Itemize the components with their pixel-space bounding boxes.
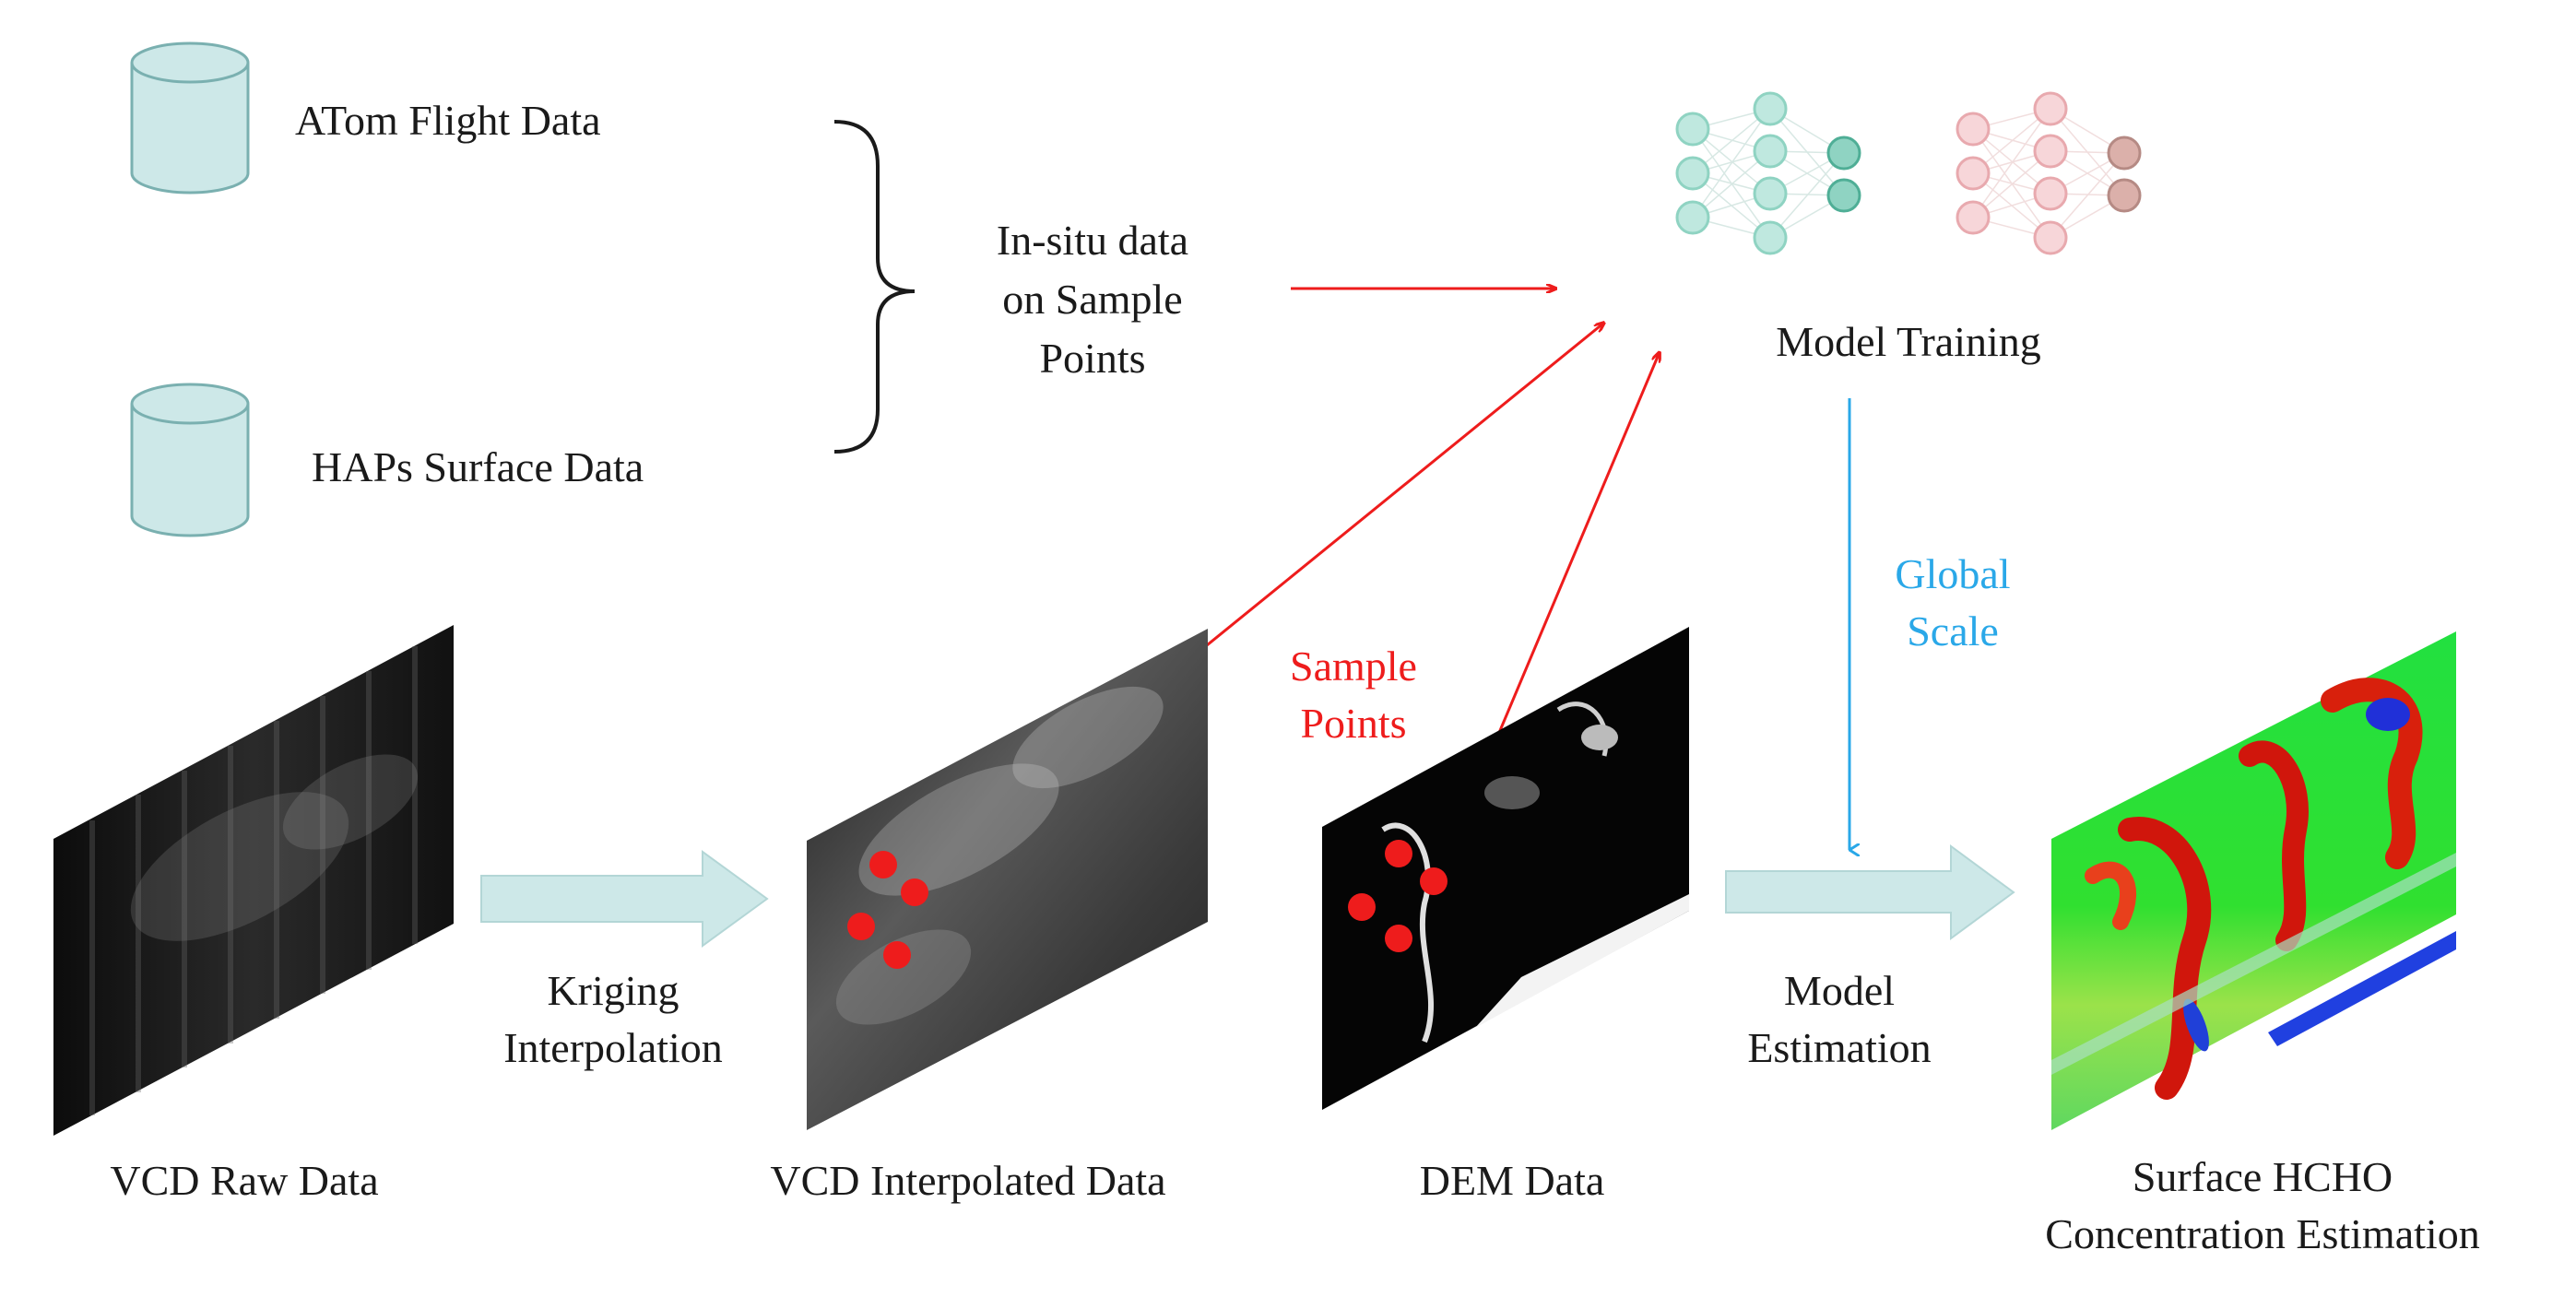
kriging-label-line2: Interpolation [503,1024,723,1071]
network-node [1675,156,1710,191]
haps-surface-data-label: HAPs Surface Data [312,443,644,490]
vcd-interpolated-data-image [807,629,1208,1130]
hcho-estimation-label-line1: Surface HCHO [2133,1153,2393,1200]
network-node [1753,91,1788,126]
vcd-raw-data-image [53,625,454,1136]
hcho-concentration-map-image [2051,631,2456,1130]
network-node [1826,136,1861,171]
neural-network-icon-green [1675,91,1861,255]
insitu-label-line1: In-situ data [997,217,1188,264]
dem-sample-point-markers [1348,840,1448,952]
atom-flight-data-label: ATom Flight Data [295,97,601,144]
database-icon-atom [130,41,250,195]
vcd-sample-point-markers [847,851,928,969]
kriging-block-arrow [480,850,769,948]
network-node [1956,156,1991,191]
network-node [1826,178,1861,213]
dem-data-label: DEM Data [1420,1157,1605,1204]
model-estimation-label-line1: Model [1784,967,1895,1014]
network-node [2107,136,2142,171]
network-node [1675,200,1710,235]
model-estimation-block-arrow [1725,844,2015,940]
model-estimation-label-line2: Estimation [1747,1024,1931,1071]
sample-points-label-line1: Sample [1290,643,1417,690]
network-node [2033,91,2068,126]
network-node [1753,220,1788,255]
network-node [1675,112,1710,147]
sample-points-label-line2: Points [1300,700,1406,747]
insitu-label-line3: Points [1039,335,1145,382]
hcho-estimation-label-line2: Concentration Estimation [2045,1210,2479,1257]
network-node [2033,220,2068,255]
network-node [2107,178,2142,213]
insitu-label-line2: on Sample [1002,276,1182,323]
grouping-brace [833,120,916,454]
kriging-label-line1: Kriging [547,967,679,1014]
network-node [1956,200,1991,235]
vcd-raw-data-label: VCD Raw Data [110,1157,378,1204]
neural-network-icon-pink [1956,91,2142,255]
global-scale-label-line1: Global [1895,550,2010,597]
network-node [1753,176,1788,211]
dem-data-image [1322,627,1689,1110]
global-scale-label-line2: Scale [1907,607,1999,654]
network-node [1956,112,1991,147]
model-training-label: Model Training [1776,318,2041,365]
network-node [2033,134,2068,169]
network-node [1753,134,1788,169]
database-icon-haps [130,383,250,537]
network-node [2033,176,2068,211]
vcd-interpolated-data-label: VCD Interpolated Data [770,1157,1165,1204]
